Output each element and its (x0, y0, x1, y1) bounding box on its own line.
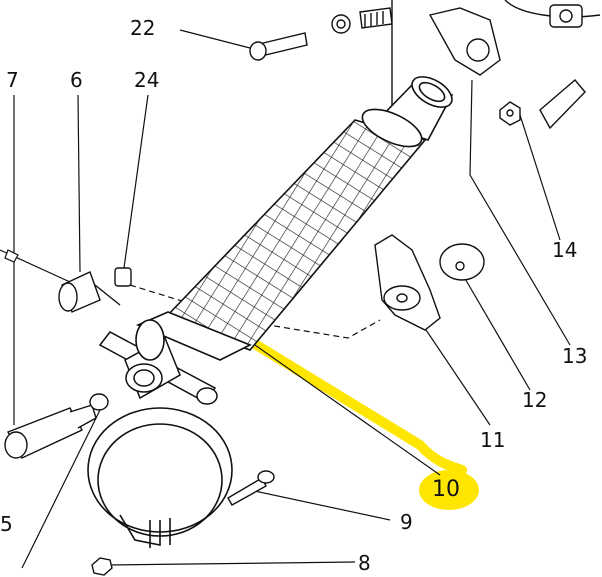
nut-8 (91, 557, 113, 576)
part-label-6: 6 (70, 68, 83, 92)
washer (89, 393, 109, 411)
leader-9 (249, 489, 391, 521)
top-small-parts (249, 0, 393, 120)
leader-24 (123, 94, 149, 269)
ring-clamp (87, 407, 233, 548)
part-label-14: 14 (552, 238, 578, 262)
part-label-22: 22 (130, 16, 156, 40)
leader-10 (244, 337, 441, 476)
part-label-12: 12 (522, 388, 548, 412)
leader-8 (107, 561, 356, 566)
highlight-10-leader (240, 333, 467, 475)
part-label-9: 9 (400, 510, 413, 534)
part-label-13: 13 (562, 344, 588, 368)
highlight-10-badge (419, 470, 479, 510)
leader-22 (179, 29, 251, 49)
leader-11 (417, 317, 491, 426)
part-label-8: 8 (358, 551, 371, 575)
part-label-7: 7 (6, 68, 19, 92)
part-label-10: 10 (432, 477, 460, 502)
leader-14 (519, 114, 561, 241)
lever-11 (374, 234, 441, 331)
part-label-11: 11 (480, 428, 506, 452)
part-label-5: 5 (0, 512, 13, 536)
grip-10 (163, 119, 427, 351)
part-label-24: 24 (134, 68, 160, 92)
leader-5 (21, 409, 101, 569)
fitting-24 (114, 267, 132, 287)
top-right-assembly (428, 0, 601, 130)
bolt-9 (227, 470, 275, 506)
disc-12 (439, 243, 485, 281)
leader-6 (77, 94, 81, 273)
leader-12 (459, 269, 531, 391)
handle-tube (135, 76, 454, 361)
pin-7 (4, 404, 97, 459)
fitting-6 (58, 271, 121, 313)
leader-13 (469, 79, 571, 346)
